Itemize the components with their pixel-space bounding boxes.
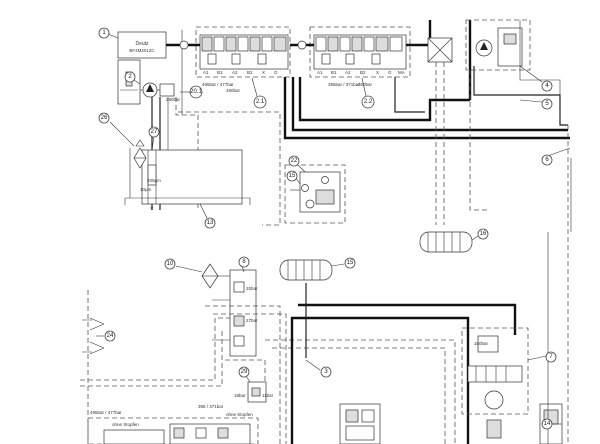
- svg-text:G: G: [274, 70, 278, 75]
- callout-3: 3: [305, 359, 332, 378]
- svg-text:A2: A2: [232, 70, 238, 75]
- svg-text:29: 29: [241, 369, 248, 375]
- svg-text:2: 2: [128, 74, 132, 80]
- svg-text:X: X: [262, 70, 265, 75]
- svg-text:MA: MA: [398, 70, 405, 75]
- svg-text:15: 15: [289, 173, 296, 179]
- label-395-371-b: 395 / 371bar: [198, 404, 224, 409]
- label-20bar: 20bar: [246, 286, 258, 291]
- return-filter: 200µm: [129, 139, 161, 198]
- svg-text:20.1: 20.1: [190, 89, 202, 95]
- charge-valve-stack: 20bar 27bar: [212, 269, 258, 357]
- svg-text:24: 24: [107, 333, 114, 339]
- svg-text:22: 22: [291, 158, 298, 164]
- callout-15-small: 15: [286, 170, 301, 185]
- svg-text:16: 16: [480, 231, 487, 237]
- label-450bar: 450bar: [226, 88, 241, 93]
- label-27bar: 27bar: [246, 318, 258, 323]
- svg-text:14: 14: [544, 421, 551, 427]
- svg-text:27: 27: [151, 129, 158, 135]
- engine-label-1: Deutz: [135, 41, 149, 47]
- callout-13: 13: [199, 203, 216, 229]
- callout-10: 10: [164, 258, 203, 273]
- label-18bar: 18bar: [234, 393, 246, 398]
- bottom-valve-mid: [339, 403, 381, 444]
- callout-16: 16: [471, 228, 489, 241]
- engine-label-2: BF4M2012C: [129, 48, 155, 53]
- callout-2: 2: [124, 71, 141, 85]
- rotary-coupling: [427, 19, 561, 225]
- svg-text:B2: B2: [360, 70, 366, 75]
- oil-cooler-right: [419, 231, 473, 253]
- callout-4: 4: [519, 65, 553, 92]
- callout-20-1: 20.1: [180, 85, 202, 99]
- main-pump-group: 280bar: [140, 82, 181, 102]
- callout-15: 15: [331, 257, 356, 269]
- label-360bar: 360bar: [358, 82, 373, 87]
- svg-text:5: 5: [545, 101, 549, 107]
- label-495-477-b: 495bar / 477bar: [90, 410, 122, 415]
- callout-8: 8: [238, 256, 250, 273]
- svg-text:B2: B2: [247, 70, 253, 75]
- label-280bar: 280bar: [166, 97, 181, 102]
- label-395-371-a: 395bar / 371bar: [328, 82, 360, 87]
- svg-text:G: G: [388, 70, 392, 75]
- callout-24: 24: [96, 330, 116, 342]
- svg-text:10: 10: [167, 261, 174, 267]
- svg-text:2.2: 2.2: [364, 99, 373, 105]
- svg-text:A2: A2: [345, 70, 351, 75]
- bottom-valve-left: [87, 417, 259, 444]
- svg-text:A1: A1: [203, 70, 209, 75]
- svg-text:26: 26: [101, 115, 108, 121]
- engine-block: Deutz BF4M2012C: [117, 31, 167, 105]
- callout-6: 6: [541, 147, 571, 166]
- callout-26: 26: [98, 112, 135, 147]
- brake-valve: 18bar 11bar: [234, 381, 274, 403]
- svg-text:✕: ✕: [150, 206, 154, 211]
- note-ohne-stopfen-2: ohne Stopfen: [226, 412, 253, 417]
- hydraulic-tank: ✕: [124, 149, 251, 211]
- callout-29: 29: [238, 366, 251, 383]
- svg-text:1: 1: [102, 30, 106, 36]
- callout-2-2: 2.2: [361, 77, 375, 109]
- svg-text:B1: B1: [331, 70, 337, 75]
- callout-2-1: 2.1: [251, 77, 267, 109]
- svg-text:7: 7: [549, 354, 553, 360]
- label-10um: 10µm: [140, 187, 152, 192]
- callout-1: 1: [98, 27, 119, 39]
- callout-7: 7: [527, 351, 557, 363]
- callout-27: 27: [148, 126, 160, 151]
- note-ohne-stopfen-1: ohne Stopfen: [112, 422, 139, 427]
- oil-cooler-mid: [279, 259, 333, 281]
- callout-14: 14: [541, 418, 562, 430]
- label-200um: 200µm: [147, 178, 161, 183]
- pump-control-group: 160bar: [461, 327, 529, 439]
- pilot-control-block: [284, 164, 346, 224]
- svg-text:6: 6: [545, 157, 549, 163]
- svg-text:2.1: 2.1: [256, 99, 265, 105]
- callout-22: 22: [288, 155, 306, 173]
- control-valve-2-1: A1 B1 A2 B2 X G: [195, 26, 291, 78]
- svg-text:3: 3: [324, 369, 328, 375]
- callout-5: 5: [519, 98, 553, 110]
- pressure-filter: [201, 263, 230, 289]
- svg-text:15: 15: [347, 260, 354, 266]
- svg-text:A1: A1: [317, 70, 323, 75]
- svg-text:4: 4: [545, 83, 549, 89]
- label-11bar: 11bar: [262, 393, 274, 398]
- svg-text:X: X: [376, 70, 379, 75]
- svg-text:8: 8: [242, 259, 246, 265]
- svg-text:B1: B1: [217, 70, 223, 75]
- control-valve-2-2: A1 B1 A2 B2 X G MA: [309, 26, 411, 78]
- label-495-477-a: 495bar / 477bar: [202, 82, 234, 87]
- svg-text:13: 13: [207, 220, 214, 226]
- label-160bar: 160bar: [474, 341, 489, 346]
- operator-pedal: [82, 317, 105, 355]
